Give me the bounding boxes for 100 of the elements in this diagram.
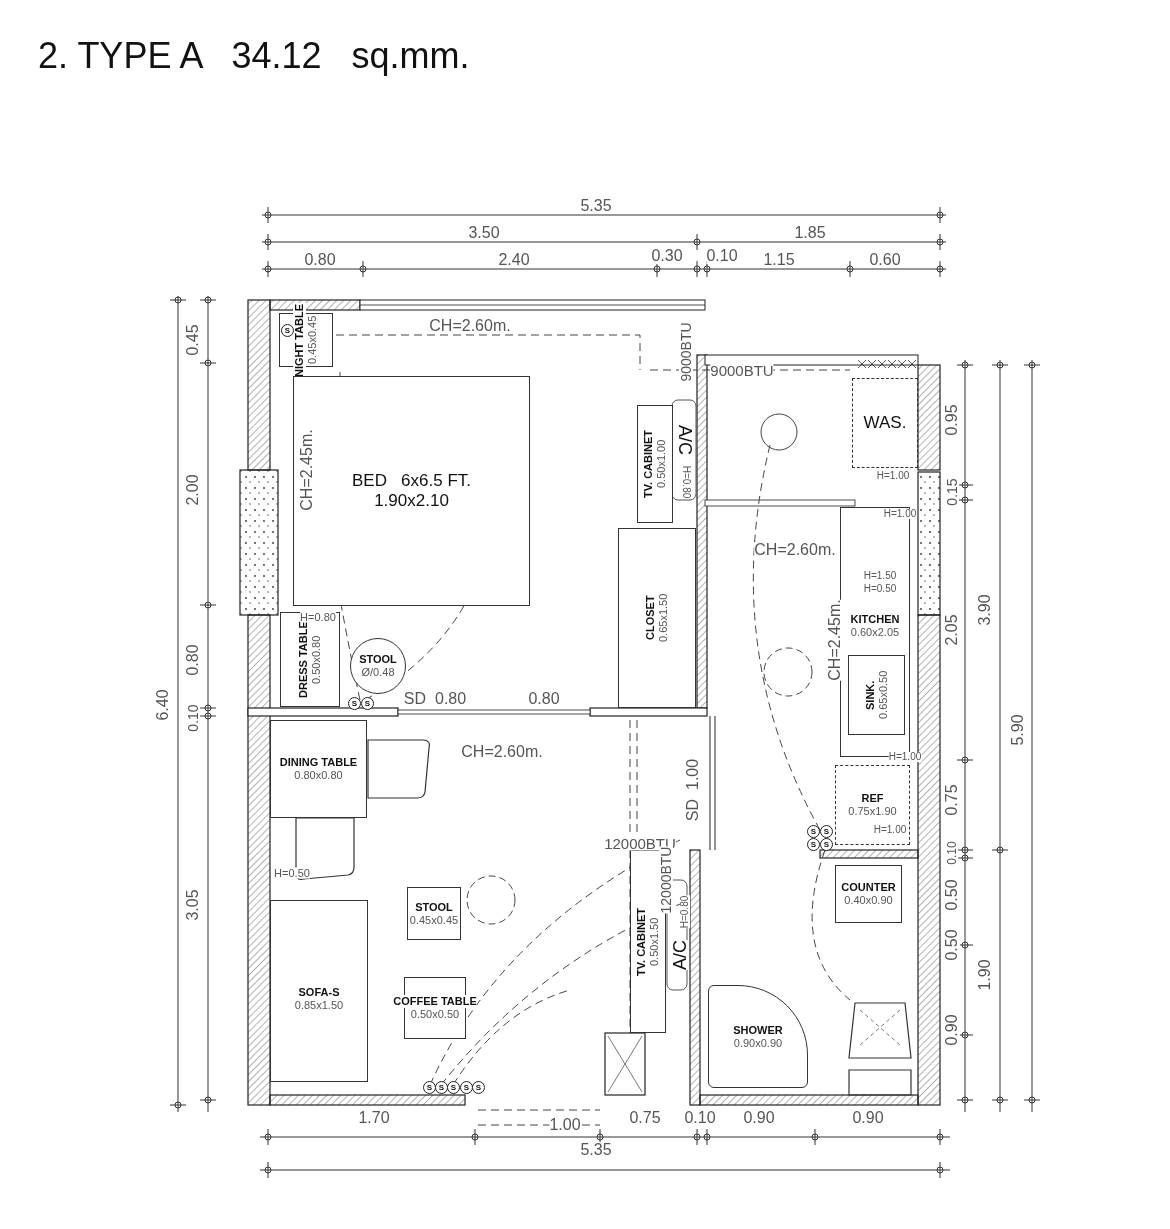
dimension-label: 3.90 <box>977 594 993 626</box>
dimension-label: 3.50 <box>468 225 500 241</box>
height-label: H=1.50 <box>863 571 897 581</box>
dimension-label: 0.75 <box>944 784 960 816</box>
dimension-label: 0.75 <box>629 1110 661 1126</box>
dimension-label: 1.90 <box>977 959 993 991</box>
switch-symbol: S <box>423 1081 436 1094</box>
height-label: H=1.00 <box>883 509 917 519</box>
height-label: H=1.00 <box>888 752 922 762</box>
dimension-label: 0.90 <box>852 1110 884 1126</box>
stool <box>407 887 461 940</box>
switch-symbol: S <box>820 838 833 851</box>
furniture-name: SINK. <box>863 679 876 710</box>
dimension-label: 0.90 <box>743 1110 775 1126</box>
bed <box>293 376 530 606</box>
dimension-label: 0.50 <box>944 929 960 961</box>
furniture-name: KITCHEN <box>850 613 900 626</box>
dimension-label: 5.35 <box>580 1142 612 1158</box>
dimension-label: 0.80 <box>304 252 336 268</box>
dimension-label: 0.10 <box>684 1110 716 1126</box>
closet <box>618 528 696 708</box>
furniture-size: 0.65x0.50 <box>876 670 889 719</box>
dimension-label: 0.10 <box>186 704 200 732</box>
ceiling-height-label: CH=2.45m. <box>827 599 843 681</box>
sink <box>847 654 905 735</box>
furniture-name: COUNTER <box>841 881 896 894</box>
round-stool <box>350 638 406 694</box>
bathroom-counter <box>835 865 902 923</box>
furniture-size: 0.50x0.80 <box>310 635 323 684</box>
furniture-size: 0.45x0.45 <box>306 315 319 365</box>
switch-symbol: S <box>447 1081 460 1094</box>
sliding-door-label: 0.80 <box>528 691 560 707</box>
switch-symbol: S <box>807 838 820 851</box>
sofa <box>270 900 368 1082</box>
tv-cabinet <box>637 405 673 523</box>
ceiling-height-label: CH=2.60m. <box>429 318 511 334</box>
furniture-name: REF <box>861 792 884 805</box>
height-label: H=0.80 <box>300 611 336 623</box>
dimension-label: 0.90 <box>944 1014 960 1046</box>
dimension-label: 5.35 <box>580 198 612 214</box>
dimension-label: 1.70 <box>358 1110 390 1126</box>
furniture-name: DINING TABLE <box>279 756 358 769</box>
sliding-door-label: SD 0.80 <box>403 691 467 707</box>
furniture-size: 0.75x1.90 <box>848 805 897 818</box>
furniture-name: CLOSET <box>644 595 657 641</box>
switch-symbol: S <box>435 1081 448 1094</box>
dimension-label: 1.15 <box>763 252 795 268</box>
height-label: H=1.00 <box>873 825 907 835</box>
dimension-label: 0.95 <box>944 404 960 436</box>
ceiling-height-label: CH=2.60m. <box>461 744 543 760</box>
switch-symbol: S <box>807 825 820 838</box>
furniture-name: TV. CABINET <box>635 907 648 976</box>
furniture-name: SOFA-S <box>298 986 340 999</box>
ceiling-height-label: CH=2.60m. <box>754 542 836 558</box>
dimension-label: 0.50 <box>944 879 960 911</box>
dimension-label: 0.30 <box>651 248 683 264</box>
furniture-name: DRESS TABLE <box>297 621 310 698</box>
height-label: H=0.80 <box>680 895 690 929</box>
dimension-label: 0.60 <box>869 252 901 268</box>
furniture-size: 0.40x0.90 <box>844 894 893 907</box>
dimension-label: 2.40 <box>498 252 530 268</box>
washer-space <box>852 378 918 468</box>
furniture-name: COFFEE TABLE <box>393 995 477 1008</box>
height-label: H=0.80 <box>681 465 691 499</box>
sliding-door-label: SD 1.00 <box>685 758 701 822</box>
dimension-label: 2.00 <box>185 474 201 506</box>
dress-table <box>280 612 340 707</box>
dimension-label: 0.80 <box>185 644 201 676</box>
furniture-size: 0.65x1.50 <box>657 593 670 643</box>
furniture-size: Ø/0.48 <box>361 666 395 679</box>
furniture-size: 0.80x0.80 <box>294 769 343 782</box>
furniture-name: TV. CABINET <box>642 430 655 499</box>
furniture-size: 0.50x0.50 <box>410 1008 460 1021</box>
dimension-label: 2.05 <box>944 614 960 646</box>
dimension-label: 6.40 <box>155 689 171 721</box>
ac-unit-label: A/C <box>676 425 694 455</box>
dimension-label: 1.00 <box>549 1117 581 1133</box>
switch-symbol: S <box>472 1081 485 1094</box>
dimension-label: 3.05 <box>185 889 201 921</box>
ac-capacity-label: 9000BTU <box>679 322 693 382</box>
dimension-label: 0.10 <box>946 841 958 865</box>
ac-unit-label: A/C <box>671 940 689 970</box>
furniture-name: SHOWER <box>733 1023 783 1037</box>
dimension-label: 0.10 <box>706 248 738 264</box>
dimension-label: 1.85 <box>794 225 826 241</box>
dimension-label: 5.90 <box>1010 714 1026 746</box>
shower-tray <box>708 985 808 1088</box>
plan-title: 2. TYPE A 34.12 sq.mm. <box>38 38 470 74</box>
height-label: H=0.50 <box>274 867 310 879</box>
furniture-name: STOOL <box>415 900 453 914</box>
ac-capacity-label: 12000BTU <box>659 846 673 914</box>
ac-capacity-label: 9000BTU <box>710 362 774 378</box>
ceiling-height-label: CH=2.45m. <box>299 429 315 511</box>
furniture-size: 0.50x1.50 <box>648 917 661 966</box>
switch-symbol: S <box>460 1081 473 1094</box>
dimension-label: 0.15 <box>945 478 959 506</box>
dining-table <box>270 720 367 818</box>
switch-symbol: S <box>820 825 833 838</box>
furniture-name: STOOL <box>359 653 397 666</box>
furniture-name: NIGHT TABLE <box>293 303 306 377</box>
